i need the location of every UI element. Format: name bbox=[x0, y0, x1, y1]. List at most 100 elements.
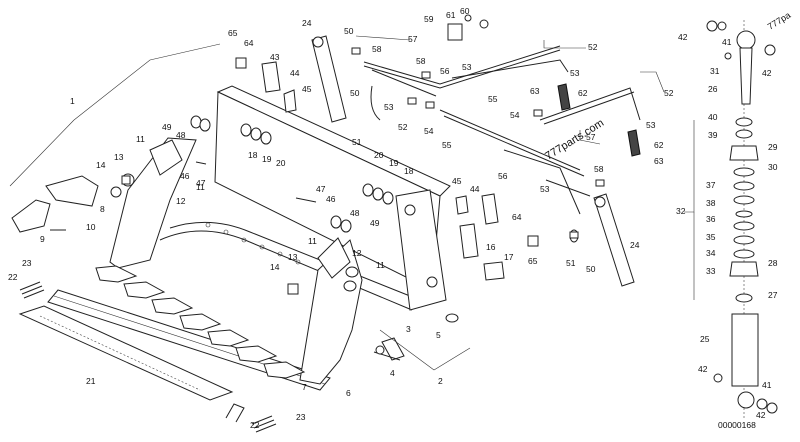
callout-16: 16 bbox=[486, 242, 496, 252]
callout-11: 11 bbox=[196, 182, 205, 192]
callout-49: 49 bbox=[162, 122, 172, 132]
callout-61: 61 bbox=[446, 10, 456, 20]
callout-43: 43 bbox=[270, 52, 280, 62]
callout-42: 42 bbox=[678, 32, 688, 42]
callout-27: 27 bbox=[768, 290, 778, 300]
bucket-body bbox=[47, 85, 451, 391]
callout-50: 50 bbox=[586, 264, 596, 274]
callout-54: 54 bbox=[424, 126, 434, 136]
callout-34: 34 bbox=[706, 248, 716, 258]
callout-23: 23 bbox=[296, 412, 306, 422]
callout-55: 55 bbox=[442, 140, 452, 150]
callout-46: 46 bbox=[180, 171, 190, 181]
callout-4: 4 bbox=[390, 368, 395, 378]
spring-pins bbox=[19, 281, 277, 433]
right-bracket bbox=[381, 189, 459, 361]
callout-53: 53 bbox=[570, 68, 580, 78]
callout-12: 12 bbox=[352, 248, 362, 258]
callout-24: 24 bbox=[302, 18, 312, 28]
callout-50: 50 bbox=[350, 88, 360, 98]
callout-32: 32 bbox=[676, 206, 686, 216]
callout-3: 3 bbox=[406, 324, 411, 334]
callout-22: 22 bbox=[250, 420, 260, 430]
callout-62: 62 bbox=[654, 140, 664, 150]
callout-14: 14 bbox=[96, 160, 106, 170]
callout-19: 19 bbox=[389, 158, 399, 168]
callout-57: 57 bbox=[408, 34, 418, 44]
tooth-adapter-parts bbox=[11, 173, 135, 233]
callout-52: 52 bbox=[588, 42, 598, 52]
callout-62: 62 bbox=[578, 88, 588, 98]
callout-46: 46 bbox=[326, 194, 336, 204]
callout-49: 49 bbox=[370, 218, 380, 228]
callout-19: 19 bbox=[262, 154, 272, 164]
callout-55: 55 bbox=[488, 94, 498, 104]
callout-44: 44 bbox=[470, 184, 480, 194]
callout-31: 31 bbox=[710, 66, 720, 76]
callout-60: 60 bbox=[460, 6, 470, 16]
callout-64: 64 bbox=[512, 212, 522, 222]
callout-13: 13 bbox=[288, 252, 298, 262]
callout-53: 53 bbox=[540, 184, 550, 194]
callout-11: 11 bbox=[376, 260, 385, 270]
callout-17: 17 bbox=[504, 252, 514, 262]
callout-65: 65 bbox=[528, 256, 538, 266]
tilt-cylinders bbox=[311, 35, 635, 287]
callout-59: 59 bbox=[424, 14, 434, 24]
callout-45: 45 bbox=[302, 84, 312, 94]
watermark-corner-text: 777pa bbox=[766, 10, 793, 32]
callout-9: 9 bbox=[40, 234, 45, 244]
callout-45: 45 bbox=[452, 176, 462, 186]
callout-57: 57 bbox=[586, 132, 596, 142]
callout-63: 63 bbox=[530, 86, 540, 96]
callout-21: 21 bbox=[86, 376, 96, 386]
callout-labels: 1234567891011111111121213131414161718181… bbox=[8, 6, 778, 430]
callout-56: 56 bbox=[498, 171, 508, 181]
callout-38: 38 bbox=[706, 198, 716, 208]
lift-cylinder-exploded bbox=[706, 20, 778, 420]
drawing-id: 00000168 bbox=[718, 420, 756, 430]
callout-65: 65 bbox=[228, 28, 238, 38]
callout-52: 52 bbox=[664, 88, 674, 98]
callout-22: 22 bbox=[8, 272, 18, 282]
leader-lines bbox=[9, 35, 695, 371]
callout-20: 20 bbox=[374, 150, 384, 160]
callout-18: 18 bbox=[404, 166, 414, 176]
callout-47: 47 bbox=[316, 184, 326, 194]
pins-bushings bbox=[121, 57, 539, 361]
callout-53: 53 bbox=[646, 120, 656, 130]
callout-42: 42 bbox=[762, 68, 772, 78]
callout-5: 5 bbox=[436, 330, 441, 340]
callout-20: 20 bbox=[276, 158, 286, 168]
callout-11: 11 bbox=[308, 236, 317, 246]
callout-10: 10 bbox=[86, 222, 96, 232]
callout-58: 58 bbox=[416, 56, 426, 66]
hydraulic-lines bbox=[351, 14, 641, 239]
callout-26: 26 bbox=[708, 84, 718, 94]
callout-2: 2 bbox=[438, 376, 443, 386]
callout-30: 30 bbox=[768, 162, 778, 172]
callout-12: 12 bbox=[176, 196, 186, 206]
callout-53: 53 bbox=[384, 102, 394, 112]
callout-11: 11 bbox=[136, 134, 145, 144]
callout-28: 28 bbox=[768, 258, 778, 268]
callout-35: 35 bbox=[706, 232, 716, 242]
callout-23: 23 bbox=[22, 258, 32, 268]
callout-51: 51 bbox=[566, 258, 576, 268]
callout-64: 64 bbox=[244, 38, 254, 48]
callout-14: 14 bbox=[270, 262, 280, 272]
callout-25: 25 bbox=[700, 334, 710, 344]
callout-41: 41 bbox=[722, 37, 732, 47]
callout-37: 37 bbox=[706, 180, 716, 190]
callout-48: 48 bbox=[176, 130, 186, 140]
callout-56: 56 bbox=[440, 66, 450, 76]
callout-58: 58 bbox=[372, 44, 382, 54]
bucket-teeth bbox=[95, 265, 306, 379]
callout-41: 41 bbox=[762, 380, 772, 390]
callout-40: 40 bbox=[708, 112, 718, 122]
callout-42: 42 bbox=[756, 410, 766, 420]
callout-8: 8 bbox=[100, 204, 105, 214]
callout-53: 53 bbox=[462, 62, 472, 72]
